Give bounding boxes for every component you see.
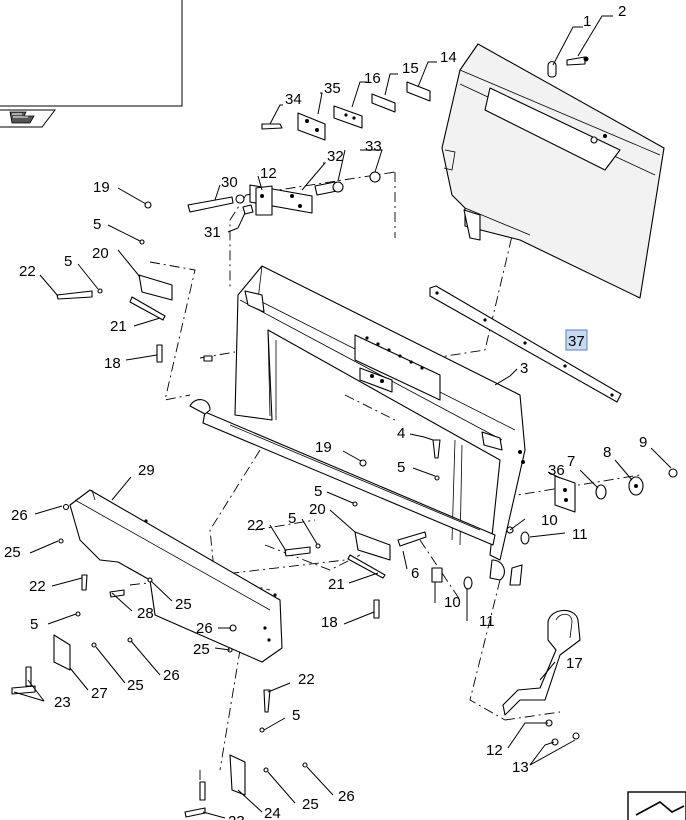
bucket-plate (441, 43, 665, 299)
callout-26-b[interactable]: 26 (196, 620, 213, 637)
right-hardware (431, 468, 678, 590)
callout-34[interactable]: 34 (285, 91, 302, 108)
callout-26-d[interactable]: 26 (338, 788, 355, 805)
callout-19-upper[interactable]: 19 (93, 179, 110, 196)
bar-part-37 (429, 285, 622, 403)
callout-1[interactable]: 1 (583, 13, 591, 30)
callout-18-upper[interactable]: 18 (104, 355, 121, 372)
hinge-bracket (187, 171, 381, 216)
callout-25-a[interactable]: 25 (4, 544, 21, 561)
callout-7[interactable]: 7 (567, 453, 575, 470)
callout-25-c[interactable]: 25 (193, 641, 210, 658)
next-page-icon[interactable] (627, 791, 686, 820)
leader-lines (13, 15, 672, 819)
callout-33[interactable]: 33 (365, 138, 382, 155)
callout-19-mid[interactable]: 19 (315, 439, 332, 456)
callout-25-b[interactable]: 25 (175, 596, 192, 613)
callout-23-bottom[interactable]: 23 (228, 813, 245, 820)
callout-4[interactable]: 4 (397, 425, 405, 442)
callout-25-e[interactable]: 25 (302, 796, 319, 813)
callout-22-bottom[interactable]: 22 (298, 671, 315, 688)
callout-37-highlight (565, 329, 588, 351)
callout-16[interactable]: 16 (364, 70, 381, 87)
callout-21-mid[interactable]: 21 (328, 576, 345, 593)
callout-5-d[interactable]: 5 (314, 483, 322, 500)
callout-9[interactable]: 9 (639, 434, 647, 451)
callout-8[interactable]: 8 (603, 444, 611, 461)
callout-20-mid[interactable]: 20 (309, 501, 326, 518)
plates-top (261, 56, 589, 141)
callout-31[interactable]: 31 (204, 224, 221, 241)
callout-37[interactable]: 37 (568, 333, 585, 350)
callout-29[interactable]: 29 (138, 462, 155, 479)
left-upper-hardware (56, 201, 173, 363)
callout-25-d[interactable]: 25 (127, 677, 144, 694)
inset-frame (0, 0, 183, 128)
callout-11-right[interactable]: 11 (572, 526, 588, 543)
callout-labels: 1 2 14 15 16 35 34 33 32 12 30 31 19 5 5… (4, 3, 647, 820)
callout-15[interactable]: 15 (402, 60, 419, 77)
callout-24[interactable]: 24 (264, 805, 281, 820)
callout-5-e[interactable]: 5 (288, 510, 296, 527)
callout-18-mid[interactable]: 18 (321, 614, 338, 631)
callout-10-low[interactable]: 10 (444, 594, 461, 611)
callout-5-f[interactable]: 5 (30, 616, 38, 633)
callout-22-upper[interactable]: 22 (19, 263, 36, 280)
view-arrow-icon (9, 111, 35, 124)
callout-22-low[interactable]: 22 (29, 578, 46, 595)
callout-11-low[interactable]: 11 (479, 613, 495, 630)
callout-23-left[interactable]: 23 (54, 694, 71, 711)
callout-17[interactable]: 17 (566, 655, 583, 672)
callout-2[interactable]: 2 (618, 3, 626, 20)
callout-30[interactable]: 30 (221, 174, 238, 191)
callout-36[interactable]: 36 (548, 462, 565, 479)
front-panel (69, 489, 283, 663)
callout-35[interactable]: 35 (324, 80, 341, 97)
main-frame (189, 265, 526, 581)
callout-28[interactable]: 28 (137, 605, 154, 622)
callout-5-g[interactable]: 5 (292, 707, 300, 724)
callout-26-c[interactable]: 26 (163, 667, 180, 684)
callout-32[interactable]: 32 (327, 148, 344, 165)
callout-5-b[interactable]: 5 (64, 253, 72, 270)
handle-part-17 (502, 609, 581, 746)
lower-left-hardware (11, 503, 237, 695)
callout-5-a[interactable]: 5 (93, 216, 101, 233)
middle-hardware (284, 439, 441, 619)
callout-10-right[interactable]: 10 (541, 512, 558, 529)
callout-12-top[interactable]: 12 (260, 165, 277, 182)
callout-12-bottom[interactable]: 12 (486, 742, 503, 759)
callout-21-upper[interactable]: 21 (110, 318, 127, 335)
callout-14[interactable]: 14 (440, 49, 457, 66)
callout-26-a[interactable]: 26 (11, 507, 28, 524)
callout-6[interactable]: 6 (411, 565, 419, 582)
callout-20-upper[interactable]: 20 (92, 245, 109, 262)
callout-27[interactable]: 27 (91, 685, 108, 702)
callout-5-c[interactable]: 5 (397, 459, 405, 476)
callout-13[interactable]: 13 (512, 759, 529, 776)
callout-22-mid[interactable]: 22 (247, 517, 264, 534)
callout-3[interactable]: 3 (520, 360, 528, 377)
